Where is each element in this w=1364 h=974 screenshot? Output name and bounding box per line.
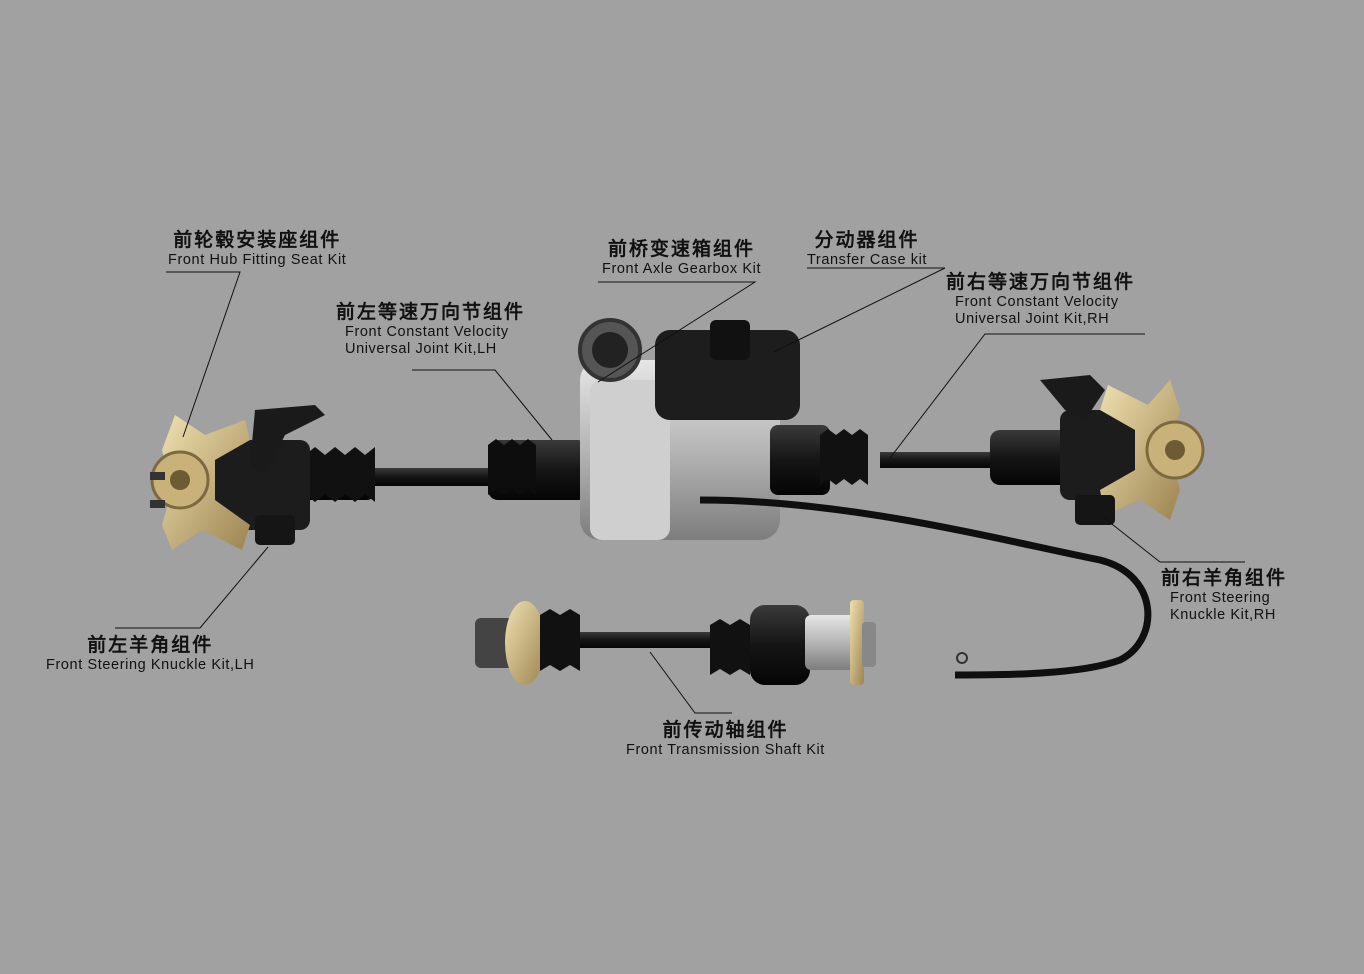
label-front-steering-knuckle-lh: 前左羊角组件 Front Steering Knuckle Kit,LH — [46, 634, 255, 673]
label-en-line1: Front Constant Velocity — [955, 293, 1119, 310]
label-zh: 前桥变速箱组件 — [608, 238, 756, 260]
label-en: Front Steering Knuckle Kit,LH — [46, 656, 255, 673]
label-en: Front Transmission Shaft Kit — [626, 741, 825, 758]
label-en: Transfer Case kit — [807, 251, 928, 268]
label-front-cv-joint-lh: 前左等速万向节组件 Front Constant Velocity Univer… — [336, 301, 526, 358]
label-en: Front Axle Gearbox Kit — [602, 260, 762, 277]
left-axle-shaft — [300, 439, 588, 502]
label-zh: 前轮毂安装座组件 — [173, 229, 342, 251]
leader-lines — [115, 267, 1245, 714]
label-front-steering-knuckle-rh: 前右羊角组件 Front Steering Knuckle Kit,RH — [1161, 567, 1288, 624]
label-zh: 前传动轴组件 — [662, 719, 789, 741]
label-en-line2: Knuckle Kit,RH — [1170, 607, 1276, 624]
right-hub-knuckle — [1040, 375, 1205, 525]
front-axle-gearbox — [578, 318, 830, 540]
left-hub-knuckle — [150, 405, 325, 550]
label-zh: 前右等速万向节组件 — [946, 271, 1136, 293]
harness-cable — [699, 496, 1152, 679]
label-zh: 分动器组件 — [814, 229, 920, 251]
right-axle-shaft — [820, 429, 1070, 485]
label-zh: 前左等速万向节组件 — [336, 301, 526, 323]
label-front-hub-fitting-seat: 前轮毂安装座组件 Front Hub Fitting Seat Kit — [168, 229, 347, 268]
label-front-axle-gearbox: 前桥变速箱组件 Front Axle Gearbox Kit — [602, 238, 762, 277]
label-front-transmission-shaft: 前传动轴组件 Front Transmission Shaft Kit — [626, 719, 825, 758]
label-en-line1: Front Constant Velocity — [345, 323, 509, 340]
label-en-line2: Universal Joint Kit,RH — [955, 311, 1110, 328]
label-en: Front Hub Fitting Seat Kit — [168, 251, 347, 268]
label-zh: 前左羊角组件 — [87, 634, 214, 656]
label-transfer-case: 分动器组件 Transfer Case kit — [807, 229, 928, 268]
label-zh: 前右羊角组件 — [1161, 567, 1288, 589]
label-en-line1: Front Steering — [1170, 589, 1271, 606]
front-transmission-shaft-illustration — [475, 600, 876, 685]
label-front-cv-joint-rh: 前右等速万向节组件 Front Constant Velocity Univer… — [946, 271, 1136, 328]
label-en-line2: Universal Joint Kit,LH — [345, 341, 497, 358]
